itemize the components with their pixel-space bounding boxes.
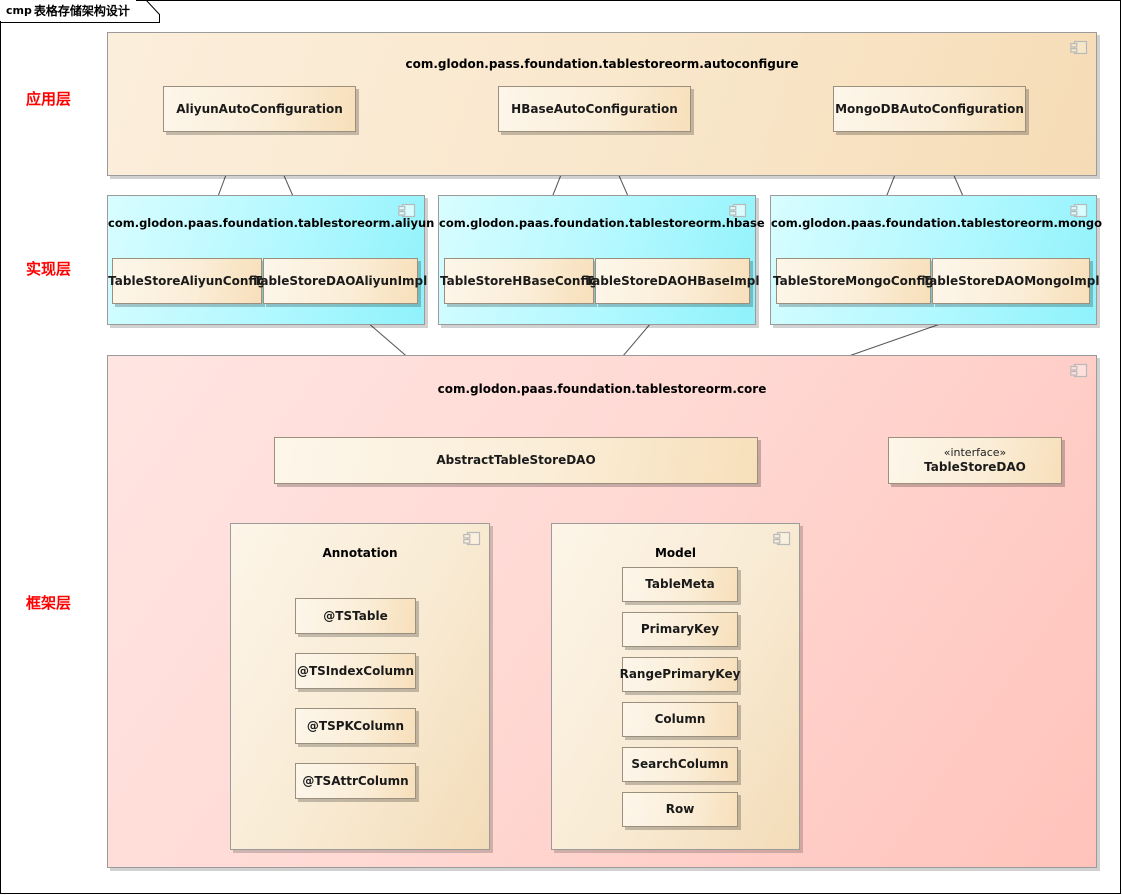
layer-label-framework: 框架层 <box>26 594 72 612</box>
component-label: Row <box>665 802 695 816</box>
component-tablestore-mongo-config[interactable]: TableStoreMongoConfig <box>773 258 934 304</box>
diagram-tab-kind: cmp <box>6 4 32 17</box>
component-primarykey-model[interactable]: PrimaryKey <box>622 612 738 647</box>
component-label: TableStoreMongoConfig <box>773 273 934 288</box>
component-label: @TSIndexColumn <box>296 663 415 678</box>
interface-tablestore-dao[interactable]: «interface» TableStoreDAO <box>888 437 1062 484</box>
component-hbase-auto-configuration[interactable]: HBaseAutoConfiguration <box>498 86 691 132</box>
package-annotation-label: Annotation <box>322 546 398 560</box>
component-icon <box>1070 363 1088 378</box>
component-tspkcolumn-annotation[interactable]: @TSPKColumn <box>295 708 416 744</box>
component-row-model[interactable]: Row <box>622 792 738 827</box>
component-icon <box>398 203 416 218</box>
component-tablestore-dao-hbase-impl[interactable]: TableStoreDAOHBaseImpl <box>586 258 759 304</box>
package-model-label: Model <box>654 546 697 560</box>
component-label: TableStoreHBaseConfig <box>440 273 598 288</box>
component-label: SearchColumn <box>631 757 729 771</box>
component-tablestore-dao-aliyun-impl[interactable]: TableStoreDAOAliyunImpl <box>254 258 427 304</box>
component-label: @TSAttrColumn <box>302 773 409 788</box>
component-icon <box>773 531 791 546</box>
component-mongodb-auto-configuration[interactable]: MongoDBAutoConfiguration <box>833 86 1026 132</box>
package-hbase-label: com.glodon.paas.foundation.tablestoreorm… <box>439 216 765 230</box>
component-label: MongoDBAutoConfiguration <box>835 101 1024 116</box>
component-icon <box>729 203 747 218</box>
component-label: AliyunAutoConfiguration <box>176 101 343 116</box>
component-searchcolumn-model[interactable]: SearchColumn <box>622 747 738 782</box>
component-aliyun-auto-configuration[interactable]: AliyunAutoConfiguration <box>163 86 356 132</box>
component-column-model[interactable]: Column <box>622 702 738 737</box>
component-rangeprimarykey-model[interactable]: RangePrimaryKey <box>619 657 741 692</box>
component-tablestore-aliyun-config[interactable]: TableStoreAliyunConfig <box>108 258 266 304</box>
component-label: TableStoreDAOMongoImpl <box>922 273 1100 288</box>
component-label: TableMeta <box>645 577 715 591</box>
component-icon <box>1070 40 1088 55</box>
component-label: AbstractTableStoreDAO <box>436 453 596 467</box>
layer-label-implementation: 实现层 <box>26 260 72 278</box>
component-label: TableStoreAliyunConfig <box>108 273 266 288</box>
component-label: PrimaryKey <box>640 622 720 636</box>
component-label: TableStoreDAOHBaseImpl <box>585 273 760 288</box>
component-label: @TSPKColumn <box>306 718 405 733</box>
interface-label: TableStoreDAO <box>924 459 1026 474</box>
package-autoconfigure-label: com.glodon.pass.foundation.tablestoreorm… <box>405 57 799 71</box>
component-tsattrcolumn-annotation[interactable]: @TSAttrColumn <box>295 763 416 799</box>
component-tablemeta-model[interactable]: TableMeta <box>622 567 738 602</box>
package-aliyun-label: com.glodon.paas.foundation.tablestoreorm… <box>108 216 435 230</box>
package-mongo-label: com.glodon.paas.foundation.tablestoreorm… <box>771 216 1103 230</box>
component-tablestore-hbase-config[interactable]: TableStoreHBaseConfig <box>440 258 598 304</box>
component-tablestore-dao-mongo-impl[interactable]: TableStoreDAOMongoImpl <box>923 258 1099 304</box>
component-label: RangePrimaryKey <box>619 667 741 681</box>
diagram-title-tab[interactable]: cmp 表格存储架构设计 <box>0 0 136 21</box>
component-abstract-tablestore-dao[interactable]: AbstractTableStoreDAO <box>274 437 758 484</box>
interface-stereotype: «interface» <box>943 446 1007 460</box>
component-label: Column <box>654 712 706 726</box>
component-label: HBaseAutoConfiguration <box>511 101 678 116</box>
component-label: TableStoreDAOAliyunImpl <box>253 273 428 288</box>
diagram-tab-title: 表格存储架构设计 <box>33 4 130 18</box>
package-core-label: com.glodon.paas.foundation.tablestoreorm… <box>437 382 767 396</box>
component-tstable-annotation[interactable]: @TSTable <box>295 598 416 634</box>
layer-label-application: 应用层 <box>26 90 72 108</box>
component-icon <box>463 531 481 546</box>
component-icon <box>1070 203 1088 218</box>
component-label: @TSTable <box>323 608 388 623</box>
component-tsindexcolumn-annotation[interactable]: @TSIndexColumn <box>295 653 416 689</box>
